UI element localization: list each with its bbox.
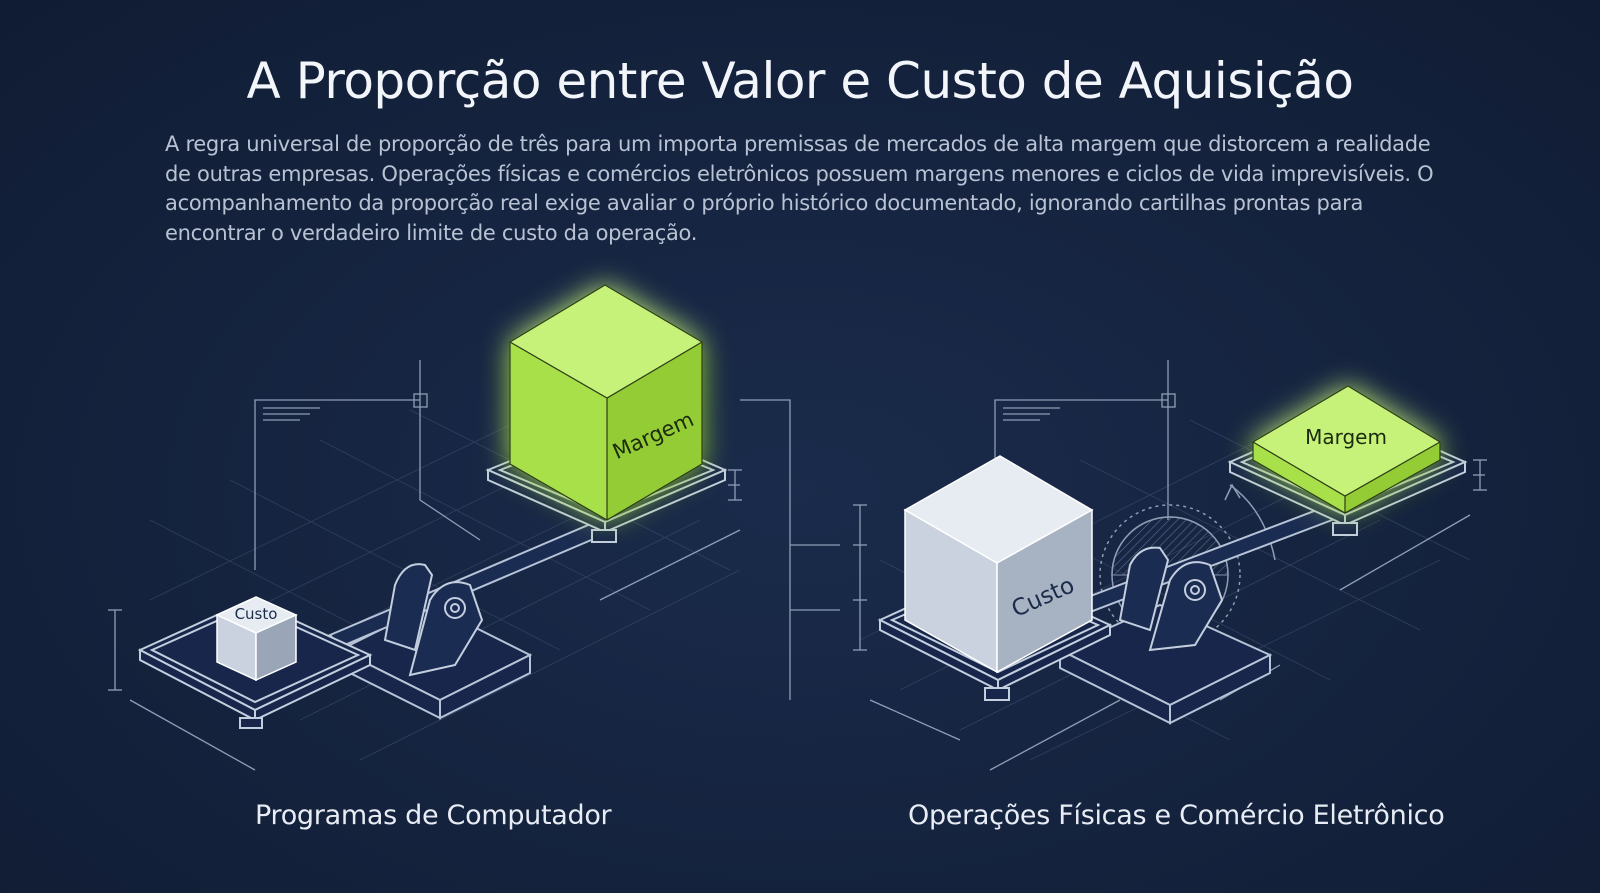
right-scale: Custo Margem (853, 360, 1487, 771)
right-fulcrum-base (1057, 603, 1273, 725)
right-caption: Operações Físicas e Comércio Eletrônico (908, 800, 1445, 831)
left-custo-label: Custo (235, 605, 278, 623)
right-margem-slab: Margem (1251, 385, 1442, 514)
page-title: A Proporção entre Valor e Custo de Aquis… (246, 52, 1354, 110)
left-dimension-lines (108, 360, 840, 771)
right-margem-label: Margem (1305, 425, 1387, 449)
right-fulcrum (1118, 546, 1224, 652)
right-custo-cube: Custo (903, 455, 1094, 674)
left-custo-cube: Custo (215, 596, 298, 682)
left-fulcrum (383, 563, 484, 677)
left-scale: Custo Margem (108, 284, 840, 771)
description-text: A regra universal de proporção de três p… (165, 132, 1434, 245)
left-caption: Programas de Computador (255, 800, 612, 831)
left-margem-cube: Margem (508, 284, 704, 521)
